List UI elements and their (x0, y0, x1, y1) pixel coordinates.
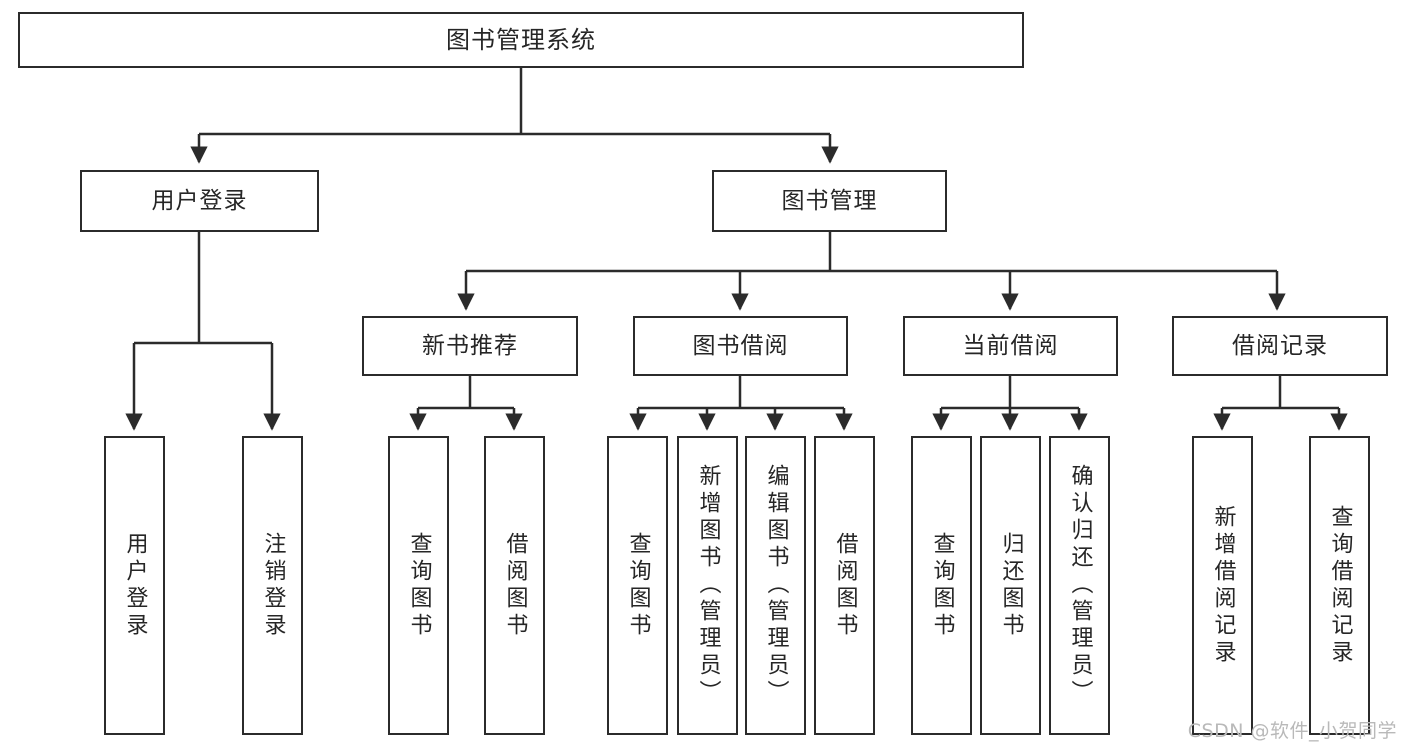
node-label: 查询图书 (625, 531, 651, 640)
leaf-query-book-borrow[interactable]: 查询图书 (607, 436, 668, 735)
node-label: 查询借阅记录 (1327, 504, 1353, 667)
leaf-query-book-current[interactable]: 查询图书 (911, 436, 972, 735)
node-book-borrow[interactable]: 图书借阅 (633, 316, 848, 376)
node-label: 归还图书 (998, 531, 1024, 640)
node-label: 图书管理系统 (446, 26, 596, 54)
node-current-borrow[interactable]: 当前借阅 (903, 316, 1118, 376)
node-borrow-record[interactable]: 借阅记录 (1172, 316, 1388, 376)
node-label: 查询图书 (929, 531, 955, 640)
leaf-user-logout[interactable]: 注销登录 (242, 436, 303, 735)
node-label: 借阅记录 (1232, 332, 1328, 359)
node-label: 新书推荐 (422, 332, 518, 359)
node-label: 用户登录 (122, 531, 148, 640)
leaf-query-book-recommend[interactable]: 查询图书 (388, 436, 449, 735)
leaf-add-book-admin[interactable]: 新增图书（管理员） (677, 436, 738, 735)
node-label: 图书管理 (781, 187, 878, 214)
leaf-borrow-book-recommend[interactable]: 借阅图书 (484, 436, 545, 735)
node-label: 新增借阅记录 (1210, 504, 1236, 667)
node-label: 当前借阅 (962, 332, 1059, 359)
node-label: 编辑图书（管理员） (763, 464, 789, 707)
node-label: 注销登录 (260, 531, 286, 640)
node-root-book-management-system[interactable]: 图书管理系统 (18, 12, 1024, 68)
leaf-borrow-book[interactable]: 借阅图书 (814, 436, 875, 735)
node-book-management[interactable]: 图书管理 (712, 170, 947, 232)
node-user-login[interactable]: 用户登录 (80, 170, 319, 232)
leaf-add-borrow-record[interactable]: 新增借阅记录 (1192, 436, 1253, 735)
node-label: 借阅图书 (502, 531, 528, 640)
leaf-edit-book-admin[interactable]: 编辑图书（管理员） (745, 436, 806, 735)
node-label: 查询图书 (406, 531, 432, 640)
node-label: 确认归还（管理员） (1067, 464, 1093, 707)
node-new-book-recommend[interactable]: 新书推荐 (362, 316, 578, 376)
watermark-text: CSDN @软件_小贺同学 (1187, 720, 1397, 742)
leaf-query-borrow-record[interactable]: 查询借阅记录 (1309, 436, 1370, 735)
node-label: 用户登录 (151, 187, 248, 214)
node-label: 新增图书（管理员） (695, 464, 721, 707)
node-label: 借阅图书 (832, 531, 858, 640)
leaf-confirm-return-admin[interactable]: 确认归还（管理员） (1049, 436, 1110, 735)
leaf-return-book[interactable]: 归还图书 (980, 436, 1041, 735)
node-label: 图书借阅 (692, 332, 789, 359)
leaf-user-login[interactable]: 用户登录 (104, 436, 165, 735)
